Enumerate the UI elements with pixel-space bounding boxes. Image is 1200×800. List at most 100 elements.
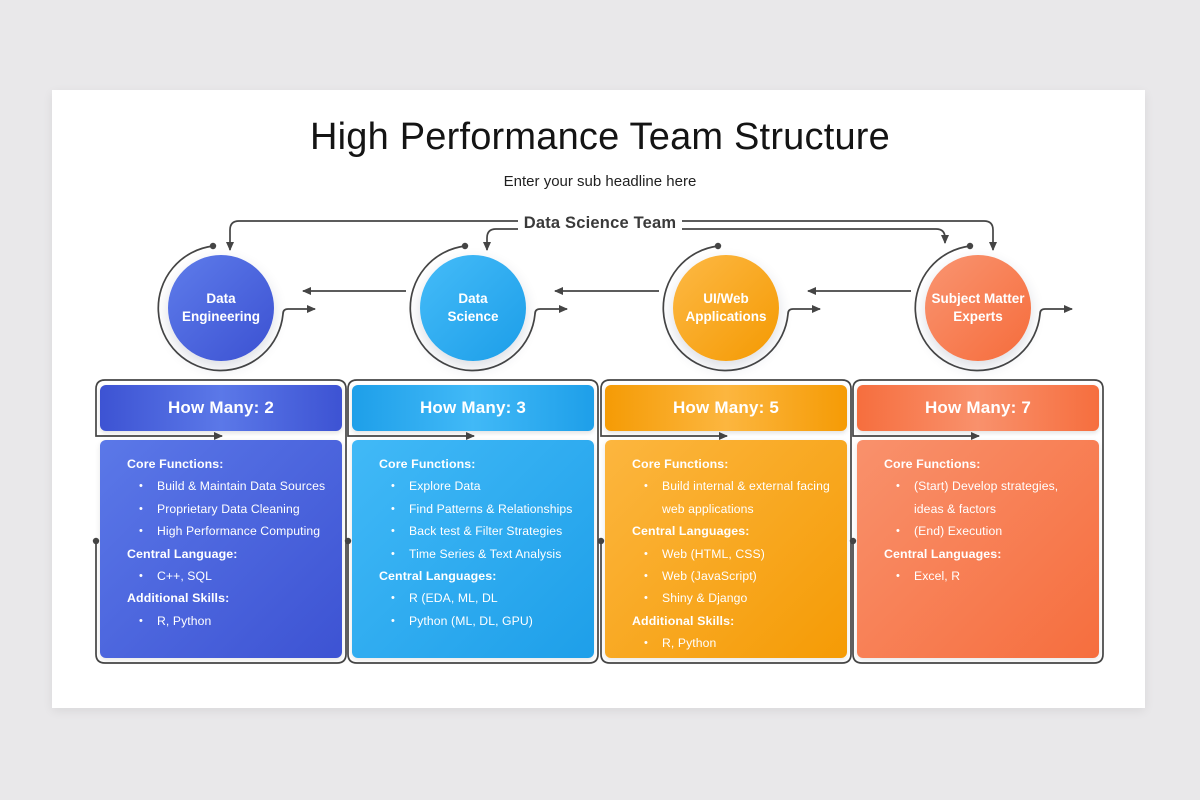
section-heading: Central Languages: [884,546,1002,561]
bullet-item: • R, Python [632,632,839,654]
page-title: High Performance Team Structure [310,116,890,158]
ring-circle1 [157,245,316,372]
bullet-text: Web (HTML, CSS) [662,546,765,561]
section-heading: Central Languages: [632,524,750,539]
bullet-dot: • [644,570,648,583]
section-heading: Core Functions: [632,457,729,471]
bullet-text: Explore Data [409,479,481,494]
bullet-text: (End) Execution [914,524,1003,539]
ring-circle3 [662,245,821,372]
how-many-header-2: How Many: 3 [352,385,594,431]
bullet-item: • Proprietary Data Cleaning [127,498,334,520]
bullet-item: • Python (ML, DL, GPU) [379,610,586,632]
bullet-dot: • [896,480,900,493]
bullet-item: • Find Patterns & Relationships [379,498,586,520]
team-detail-card-4: Core Functions: • (Start) Develop strategi… [857,440,1099,658]
connector-label-to-circle4-inner [682,228,949,244]
bullet-dot: • [139,614,143,627]
section-heading: Central Languages: [379,569,497,584]
bullet-dot: • [391,525,395,538]
bullet-text: Shiny & Django [662,591,748,606]
bullet-item: • R, Python [127,610,334,632]
ring-circle4 [914,245,1073,372]
how-many-header-4: How Many: 7 [857,385,1099,431]
bullet-dot: • [139,525,143,538]
bullet-text: Time Series & Text Analysis [409,546,562,561]
bullet-text: Find Patterns & Relationships [409,501,573,516]
connector-label-to-circle4-outer [682,220,997,251]
page-subtitle: Enter your sub headline here [503,173,697,190]
bullet-item: • (Start) Develop strategies, ideas & fac… [884,475,1091,520]
bullet-dot: • [391,614,395,627]
bullet-item: • Time Series & Text Analysis [379,543,586,565]
team-circle-data-engineering: Data Engineering [168,255,274,361]
bullet-text: Back test & Filter Strategies [409,524,563,539]
section-heading: Additional Skills: [632,613,735,628]
ring-circle2 [409,245,568,372]
card-outline-1 [95,379,347,664]
card-outline-3 [600,379,852,664]
ring-start-dot-2 [461,242,469,250]
bullet-text: Proprietary Data Cleaning [157,501,300,516]
bullet-item: •Excel, R [884,565,1091,587]
card-side-dot-4 [849,537,857,545]
bullet-text: Python (ML, DL, GPU) [409,613,533,628]
bullet-text: C++, SQL [157,569,212,584]
team-detail-card-1: Core Functions:•Build & Maintain Data So… [100,440,342,658]
bullet-item: • High Performance Computing [127,520,334,542]
bullet-text: Build & Maintain Data Sources [157,479,326,494]
connector-label-to-circle1 [226,220,518,251]
bullet-dot: • [644,592,648,605]
bullet-dot: • [391,502,395,515]
section-heading: Core Functions: [884,457,981,471]
team-group-label: Data Science Team [523,214,677,232]
team-circle-subject-matter-experts: Subject Matter Experts [925,255,1031,361]
bullet-dot: • [896,525,900,538]
bullet-item: • Back test & Filter Strategies [379,520,586,542]
card-side-dot-2 [344,537,352,545]
bullet-item: • Web (HTML, CSS) [632,543,839,565]
section-heading: Additional Skills: [127,591,230,606]
section-heading: Core Functions: [379,457,476,471]
how-many-header-3: How Many: 5 [605,385,847,431]
ring-start-dot-1 [209,242,217,250]
bullet-item: •Build & Maintain Data Sources [127,475,334,497]
bullet-item: • Explore Data [379,475,586,497]
bullet-dot: • [391,547,395,560]
bullet-text: (Start) Develop strategies, ideas & fact… [914,479,1059,516]
card-outline-2 [347,379,599,664]
bullet-dot: • [139,502,143,515]
bullet-item: •Web (JavaScript) [632,565,839,587]
bullet-dot: • [644,480,648,493]
connector-label-to-circle2 [483,228,518,251]
team-circle-data-science: Data Science [420,255,526,361]
how-many-header-1: How Many: 2 [100,385,342,431]
bullet-dot: • [391,592,395,605]
card-side-dot-3 [597,537,605,545]
bullet-item: • (End) Execution [884,520,1091,542]
card-outline-4 [852,379,1104,664]
card-side-dot-1 [92,537,100,545]
bullet-text: R (EDA, ML, DL [409,591,498,606]
bullet-item: • Build internal & external facing web ap… [632,475,839,520]
bullet-dot: • [139,570,143,583]
bullet-item: • Shiny & Django [632,587,839,609]
team-detail-card-2: Core Functions: • Explore Data • Find Patter… [352,440,594,658]
bullet-text: Excel, R [914,569,961,584]
team-circle-ui-web-applications: UI/Web Applications [673,255,779,361]
bullet-item: • R (EDA, ML, DL [379,587,586,609]
bullet-text: Build internal & external facing web app… [662,479,830,516]
bullet-dot: • [644,547,648,560]
team-detail-card-3: Core Functions: • Build internal & externa… [605,440,847,658]
bullet-dot: • [391,480,395,493]
ring-start-dot-3 [714,242,722,250]
bullet-text: High Performance Computing [157,524,321,539]
ring-start-dot-4 [966,242,974,250]
bullet-dot: • [644,637,648,650]
section-heading: Central Language: [127,546,238,561]
bullet-item: • C++, SQL [127,565,334,587]
bullet-text: R, Python [662,636,717,651]
bullet-text: R, Python [157,613,212,628]
